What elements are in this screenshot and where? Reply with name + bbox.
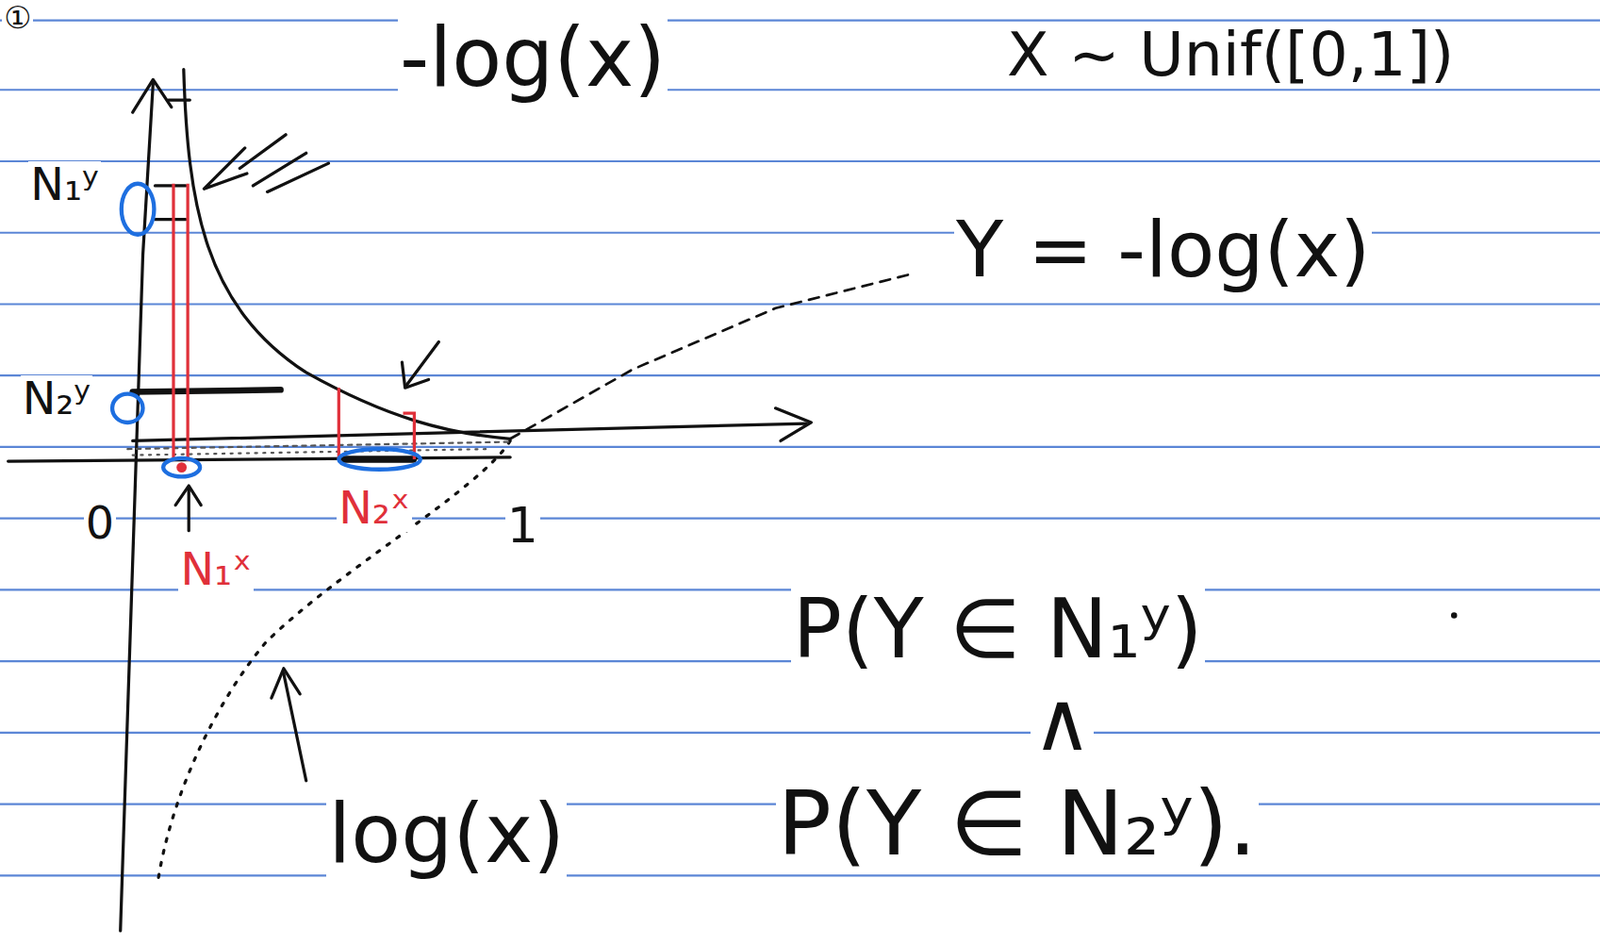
blue-circle [338,448,421,470]
ruled-lines [0,20,1600,876]
blue-circle [121,183,155,235]
stray-dot [1451,611,1457,618]
pointer-strokes [203,134,329,193]
tick [155,217,186,221]
blue-circle [163,458,200,477]
interval-segment [345,455,414,463]
handwritten-label: Y = -log(x) [954,209,1372,291]
handwritten-label: P(Y ∈ N₂ʸ). [775,775,1260,871]
neg-log-curve [183,69,511,440]
handwritten-label: P(Y ∈ N₁ʸ) [791,586,1205,673]
handwritten-label: N₂ʸ [20,375,93,423]
pointer-arrow [271,668,300,698]
handwritten-label: 1 [505,499,541,552]
handwritten-label: log(x) [326,791,567,877]
handwritten-label: -log(x) [397,15,668,101]
red-bound [171,183,175,462]
tick [155,183,186,187]
pointer-arrow [175,485,201,506]
pointer-arrow [406,341,440,386]
red-dot [176,461,187,473]
red-bound [337,387,341,460]
pointer-arrow [401,362,429,388]
blue-circle [112,394,143,423]
tick [168,98,191,101]
axis-arrowhead [775,408,812,442]
axis-arrowhead [132,79,172,113]
pointer-arrow [187,487,191,530]
stipple [127,442,511,450]
handwritten-label: N₁ˣ [178,545,254,594]
handwritten-label: N₂ˣ [336,484,413,532]
handwritten-label: N₁ʸ [28,161,100,209]
handwritten-label: 0 [83,499,116,547]
handwritten-label: ∧ [1030,678,1094,765]
y-axis [120,83,154,931]
pointer-arrow [283,673,307,781]
interval-line [132,389,281,392]
handwritten-label: X ~ Unif([0,1]) [1005,22,1456,87]
x-axis [8,457,511,462]
handwritten-label: ① [1,1,33,34]
red-bound [186,183,190,462]
leader-dashed [510,273,913,439]
